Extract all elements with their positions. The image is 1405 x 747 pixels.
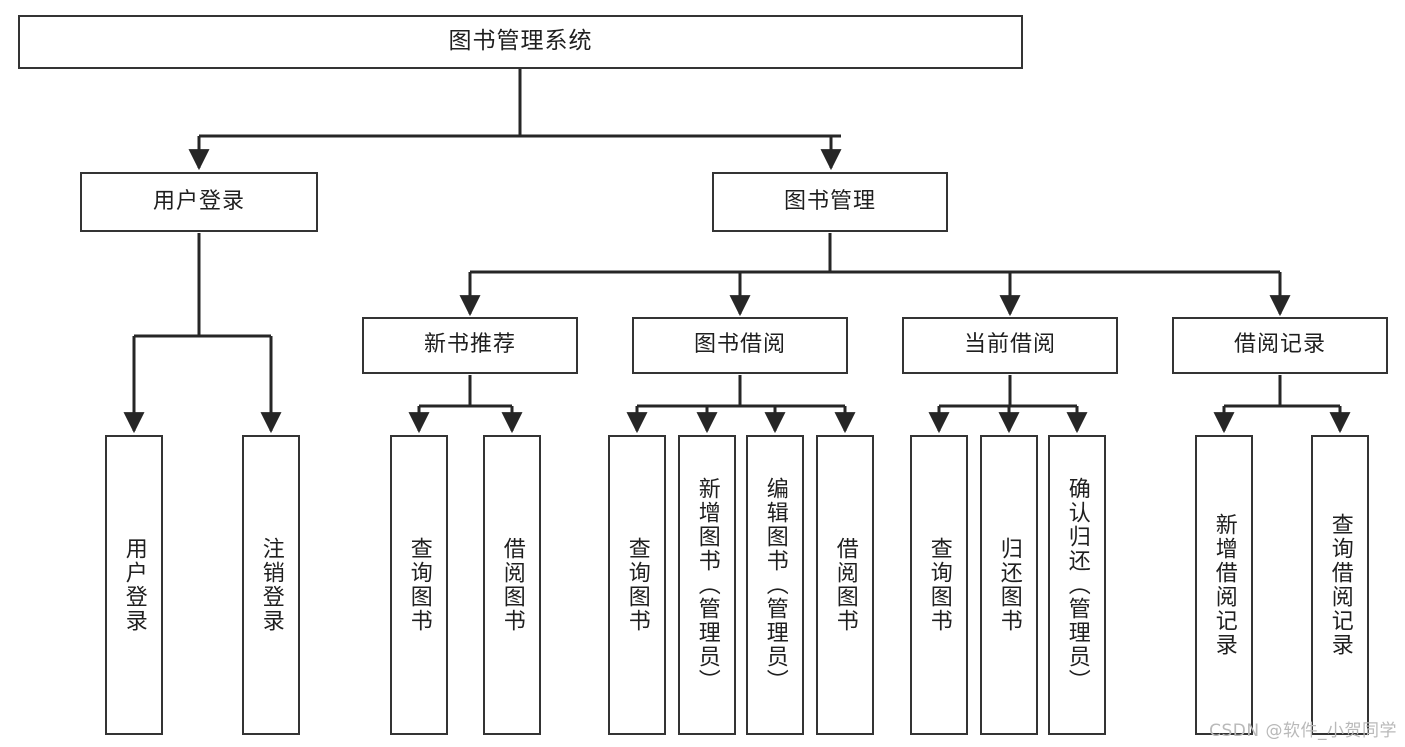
csdn-watermark: CSDN @软件_小贺同学 — [1209, 721, 1397, 741]
node-current-borrow[interactable]: 当前借阅 — [902, 317, 1118, 374]
node-user-login[interactable]: 用户登录 — [80, 172, 318, 232]
node-root[interactable]: 图书管理系统 — [18, 15, 1023, 69]
leaf-borrow-record-1-label: 新增借阅记录 — [1211, 513, 1237, 657]
leaf-user-login-1-label: 用户登录 — [121, 537, 147, 633]
leaf-current-borrow-3[interactable]: 确认归还（管理员） — [1048, 435, 1106, 735]
leaf-user-login-2[interactable]: 注销登录 — [242, 435, 300, 735]
leaf-new-book-2-label: 借阅图书 — [499, 537, 525, 633]
node-borrow-record[interactable]: 借阅记录 — [1172, 317, 1388, 374]
leaf-current-borrow-1[interactable]: 查询图书 — [910, 435, 968, 735]
leaf-book-borrow-4-label: 借阅图书 — [832, 537, 858, 633]
leaf-book-borrow-3-label: 编辑图书（管理员） — [762, 477, 788, 693]
leaf-book-borrow-3[interactable]: 编辑图书（管理员） — [746, 435, 804, 735]
leaf-book-borrow-4[interactable]: 借阅图书 — [816, 435, 874, 735]
leaf-book-borrow-1[interactable]: 查询图书 — [608, 435, 666, 735]
leaf-borrow-record-1[interactable]: 新增借阅记录 — [1195, 435, 1253, 735]
node-book-borrow-label: 图书借阅 — [693, 332, 786, 358]
node-book-borrow[interactable]: 图书借阅 — [632, 317, 848, 374]
leaf-new-book-2[interactable]: 借阅图书 — [483, 435, 541, 735]
leaf-current-borrow-1-label: 查询图书 — [926, 537, 952, 633]
leaf-user-login-2-label: 注销登录 — [258, 537, 284, 633]
node-current-borrow-label: 当前借阅 — [963, 332, 1056, 358]
node-root-label: 图书管理系统 — [448, 28, 593, 55]
leaf-borrow-record-2-label: 查询借阅记录 — [1327, 513, 1353, 657]
leaf-current-borrow-2[interactable]: 归还图书 — [980, 435, 1038, 735]
leaf-new-book-1-label: 查询图书 — [406, 537, 432, 633]
leaf-current-borrow-3-label: 确认归还（管理员） — [1064, 477, 1090, 693]
node-user-login-label: 用户登录 — [152, 188, 245, 214]
node-book-manage[interactable]: 图书管理 — [712, 172, 948, 232]
leaf-book-borrow-1-label: 查询图书 — [624, 537, 650, 633]
leaf-current-borrow-2-label: 归还图书 — [996, 537, 1022, 633]
node-new-book-recommend[interactable]: 新书推荐 — [362, 317, 578, 374]
leaf-book-borrow-2[interactable]: 新增图书（管理员） — [678, 435, 736, 735]
leaf-new-book-1[interactable]: 查询图书 — [390, 435, 448, 735]
node-book-manage-label: 图书管理 — [783, 188, 876, 214]
leaf-book-borrow-2-label: 新增图书（管理员） — [694, 477, 720, 693]
node-new-book-recommend-label: 新书推荐 — [423, 332, 516, 358]
node-borrow-record-label: 借阅记录 — [1233, 332, 1326, 358]
leaf-user-login-1[interactable]: 用户登录 — [105, 435, 163, 735]
leaf-borrow-record-2[interactable]: 查询借阅记录 — [1311, 435, 1369, 735]
